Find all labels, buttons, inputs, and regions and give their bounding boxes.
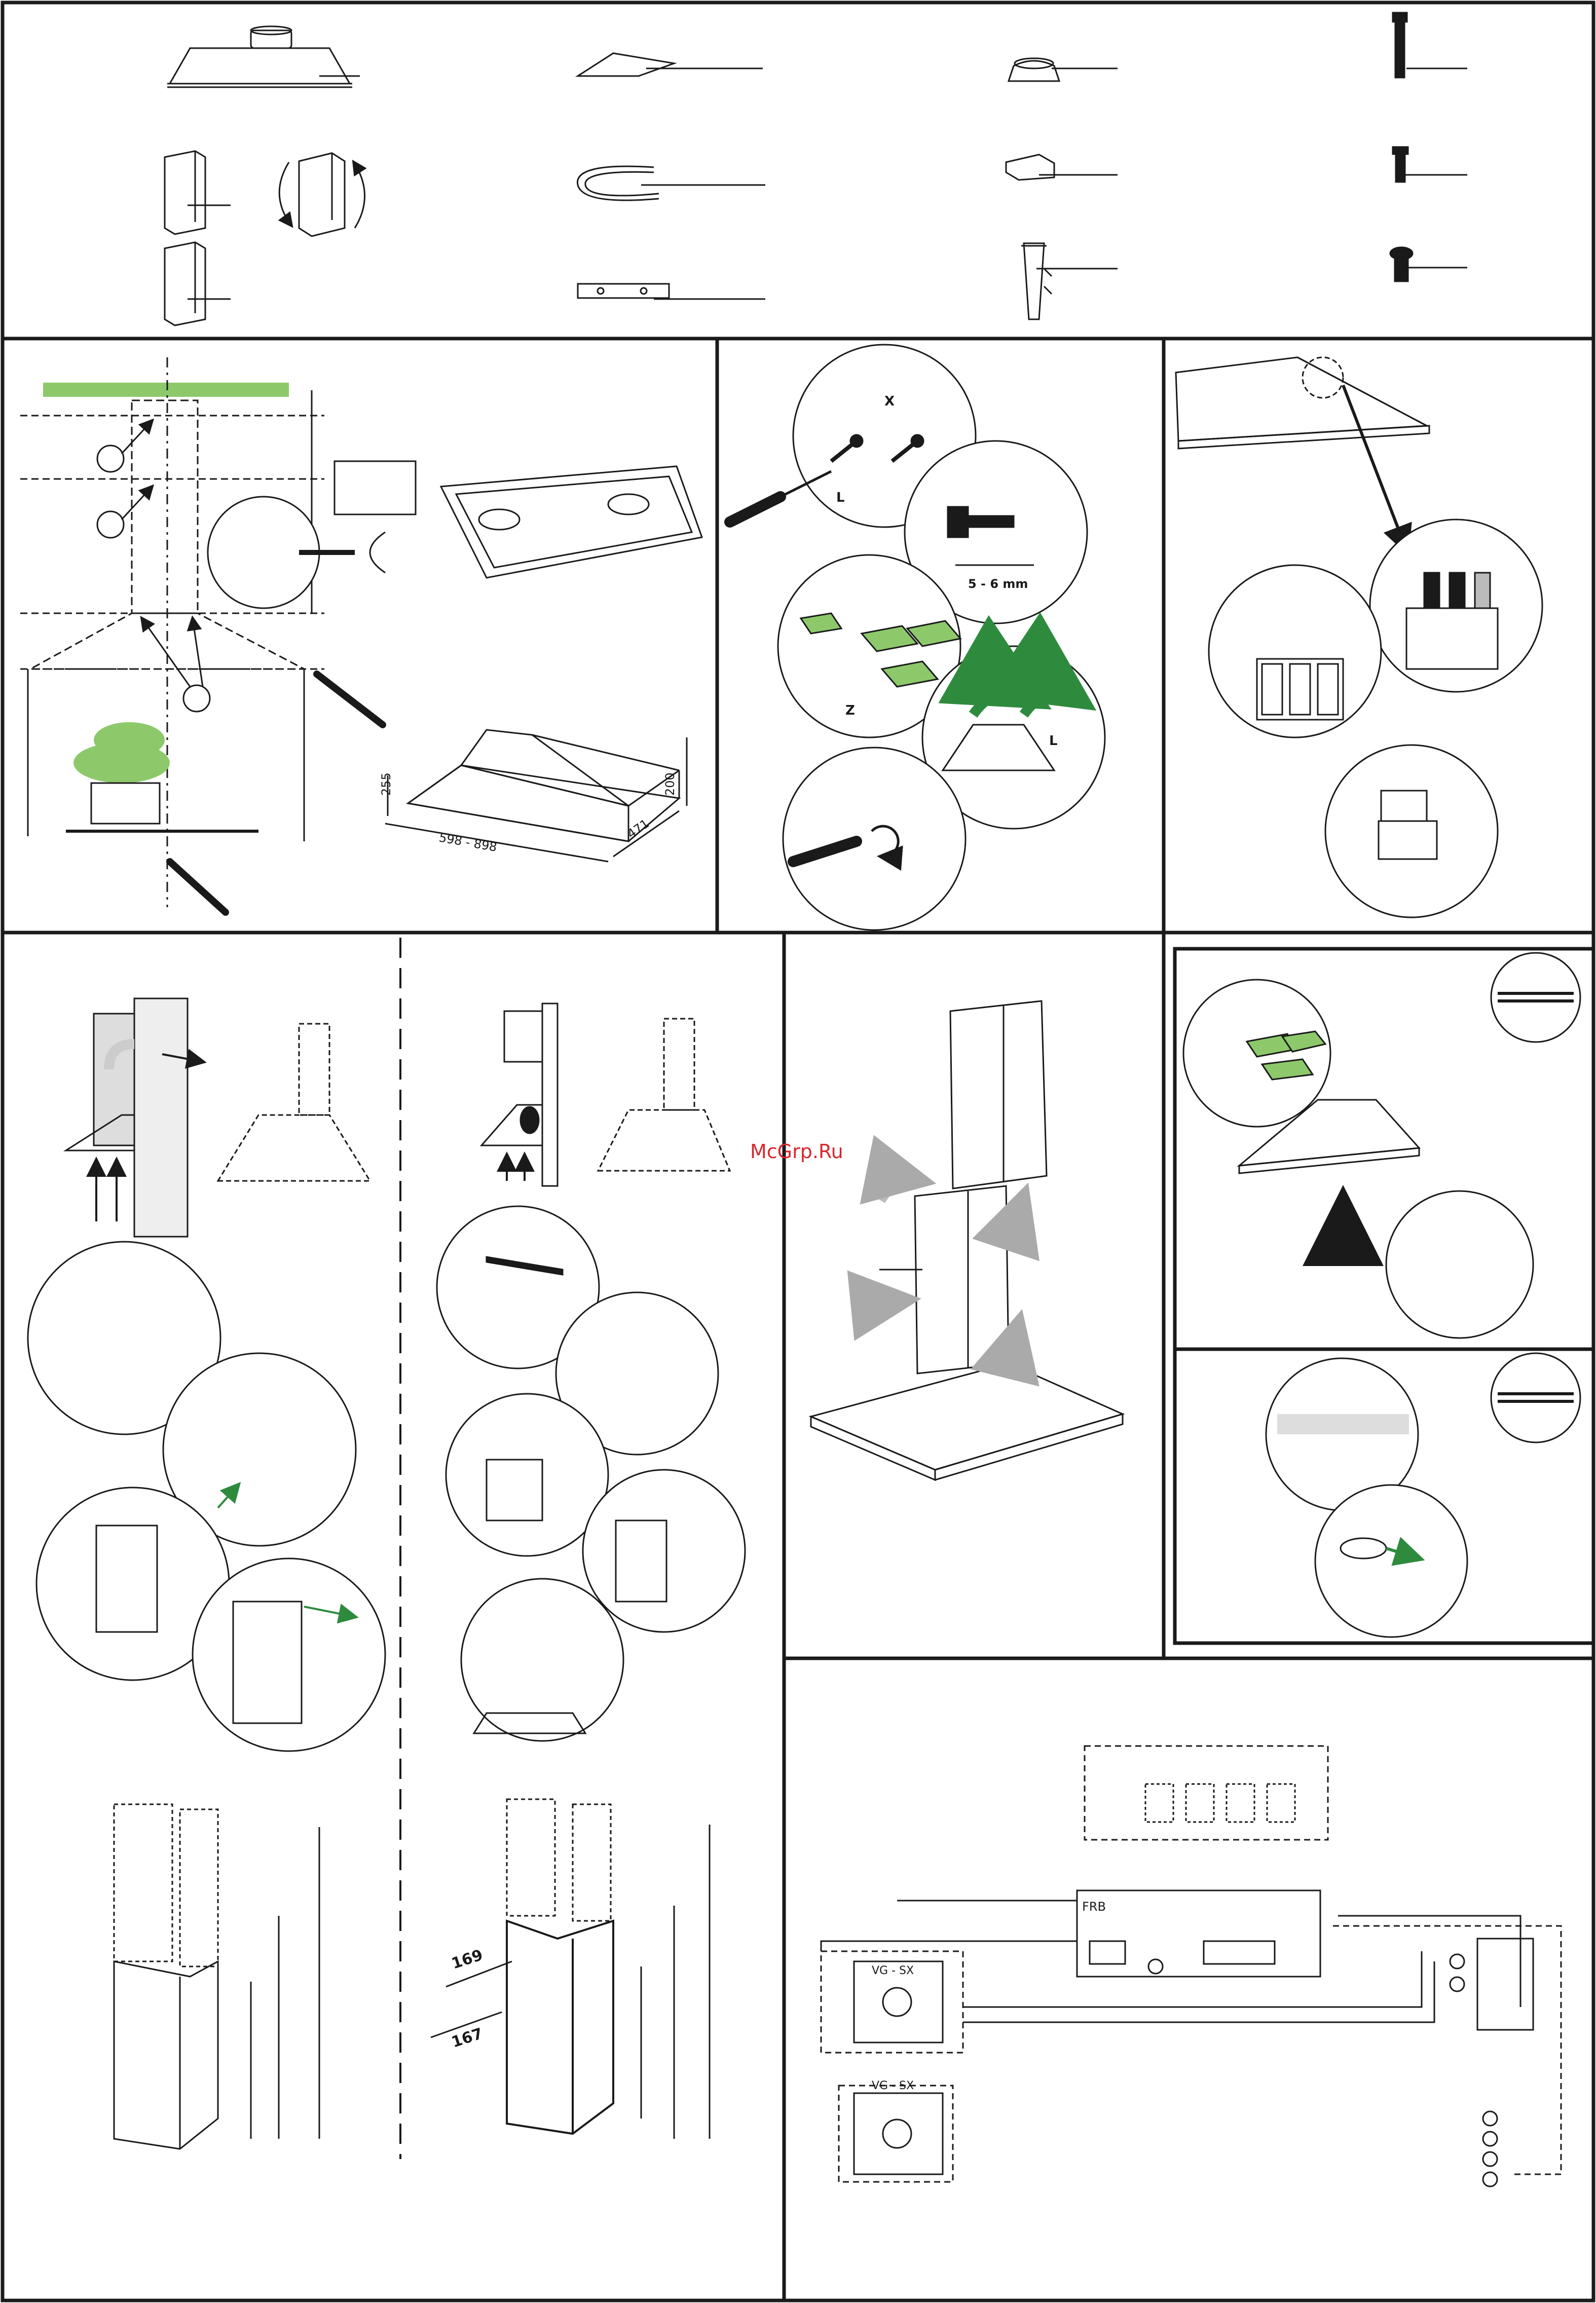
part-wall-plug	[1021, 243, 1118, 319]
x-label: X	[884, 394, 895, 409]
part-filter-plate	[578, 53, 763, 76]
hood-dimensions	[385, 730, 687, 862]
part-hood	[167, 26, 360, 87]
z-label: Z	[845, 703, 855, 718]
wiring-panel	[821, 1746, 1561, 2186]
fitting-panel	[730, 345, 1105, 930]
duct-width-a-label: 169	[450, 1946, 485, 1973]
ceiling-bar	[43, 383, 289, 397]
measurement-panel	[20, 357, 702, 912]
width-range-label: 598 - 898	[438, 830, 498, 855]
l-label: L	[836, 490, 845, 505]
wrench-icon	[1491, 1353, 1580, 1442]
motor-a-label: VG - SX	[872, 1964, 914, 1977]
board-label: FRB	[1082, 1900, 1106, 1914]
part-clip	[1006, 155, 1118, 180]
chimney-panel	[811, 1001, 1123, 1480]
parts-panel	[165, 13, 1467, 325]
hood-underside	[441, 466, 702, 578]
wrench-icon	[1491, 953, 1580, 1042]
motor-b-label: VG - SX	[872, 2079, 914, 2092]
part-duct-rotate	[279, 153, 364, 236]
watermark: McGrp.Ru	[750, 1140, 843, 1163]
part-flat-screw	[1390, 247, 1467, 281]
part-lower-duct	[165, 242, 231, 325]
maintenance-panel	[1183, 953, 1580, 1637]
ducting-panel	[28, 938, 745, 2159]
part-long-screw	[1393, 13, 1467, 78]
height-label: 200	[663, 772, 677, 796]
screw-depth-label: 5 - 6 mm	[968, 577, 1028, 591]
part-power-cable	[577, 166, 765, 200]
part-short-screw	[1393, 147, 1467, 182]
collar-height-label: 255	[379, 772, 393, 796]
pot-with-steam	[66, 722, 258, 831]
electrical-panel	[1176, 357, 1542, 917]
part-flange	[1009, 58, 1118, 81]
l-label-2: L	[1049, 733, 1058, 749]
part-wall-bracket	[578, 284, 765, 299]
part-upper-duct	[165, 151, 231, 234]
